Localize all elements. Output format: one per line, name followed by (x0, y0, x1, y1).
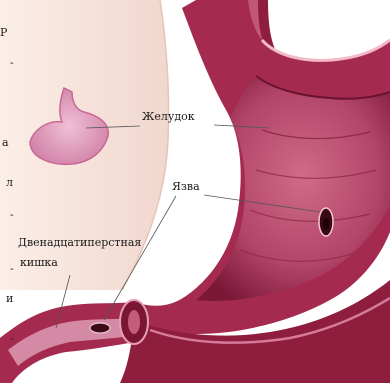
edge-text-fragment: Р (0, 26, 7, 39)
edge-text-fragment: - (10, 262, 14, 275)
edge-text-fragment: и (6, 292, 13, 305)
edge-text-fragment: а (2, 136, 9, 149)
duodenal-ulcer (90, 323, 110, 333)
edge-text-fragment: л (6, 176, 13, 189)
label-stomach: Желудок (142, 110, 195, 123)
label-ulcer: Язва (172, 180, 200, 193)
edge-text-fragment: - (10, 332, 14, 345)
label-duodenum-line1: Двенадцатиперстная (18, 236, 141, 249)
edge-text-fragment: - (10, 56, 14, 69)
edge-text-fragment: - (10, 208, 14, 221)
label-duodenum-line2: кишка (20, 256, 58, 269)
